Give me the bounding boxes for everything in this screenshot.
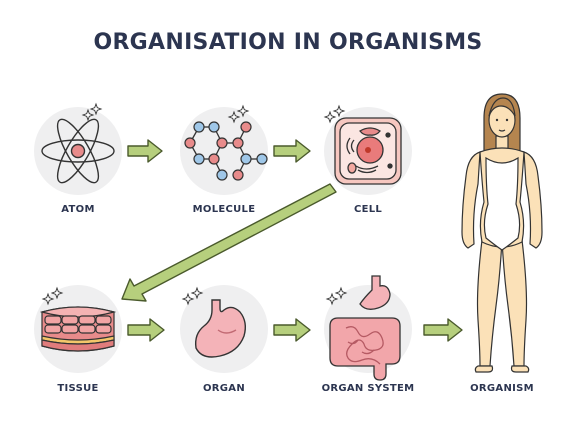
digestive-system-icon	[329, 275, 401, 381]
cell-icon	[334, 117, 402, 185]
arrow-system-to-organism	[423, 318, 463, 342]
label-organism: ORGANISM	[470, 383, 534, 394]
arrow-atom-to-molecule	[127, 139, 163, 163]
molecule-icon	[184, 121, 268, 181]
label-organ-system: ORGAN SYSTEM	[321, 383, 415, 394]
label-tissue: TISSUE	[57, 383, 99, 394]
page-title: ORGANISATION IN ORGANISMS	[93, 30, 483, 55]
label-cell: CELL	[353, 204, 383, 215]
arrow-tissue-to-organ	[127, 318, 165, 342]
stomach-icon	[194, 299, 247, 358]
tissue-icon	[39, 306, 117, 352]
human-body-icon	[461, 93, 543, 373]
arrow-cell-to-tissue	[121, 183, 337, 302]
arrow-organ-to-system	[273, 318, 311, 342]
molecule-backdrop	[180, 107, 268, 195]
flow-arrows	[121, 139, 463, 342]
label-molecule: MOLECULE	[192, 204, 256, 215]
atom-icon	[41, 118, 115, 184]
label-atom: ATOM	[61, 204, 95, 215]
label-organ: ORGAN	[202, 383, 246, 394]
arrow-molecule-to-cell	[273, 139, 311, 163]
